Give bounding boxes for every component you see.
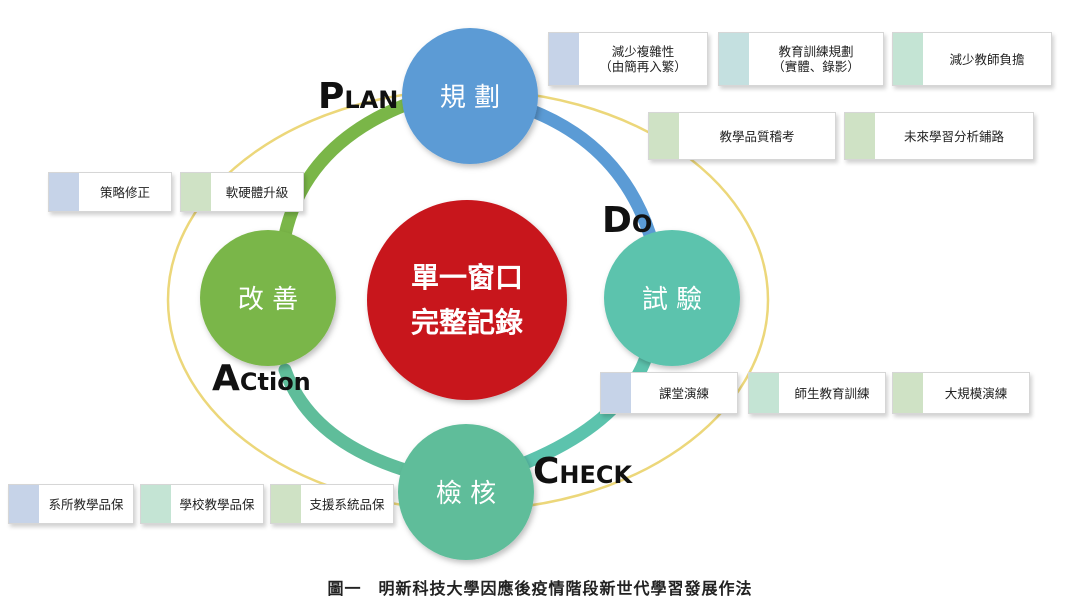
tag-reduce-teacher-load: 減少教師負擔 [892,32,1052,86]
tag-swatch [649,113,679,159]
tag-swatch [893,373,923,413]
node-do-circle [604,230,740,366]
node-do-label: 試 驗 [642,285,702,315]
tag-classroom-drill: 課堂演練 [600,372,738,414]
tag-swatch [141,485,171,523]
label-check: CHECK [533,451,634,492]
arc-check-to-act [278,363,412,477]
tag-swatch [549,33,579,85]
tag-text: 支援系統品保 [309,496,385,512]
tag-swatch [893,33,923,85]
tag-text: 未來學習分析鋪路 [903,128,1004,144]
tag-text: 教學品質稽考 [719,128,795,144]
arc-act-to-plan [278,98,412,242]
tag-text: 減少教師負擔 [949,51,1025,67]
node-act-circle [200,230,336,366]
tag-swatch [749,373,779,413]
tag-text: 系所教學品保 [48,496,124,512]
tag-swatch [9,485,39,523]
tag-text: 減少複雜性 （由簡再入繁） [599,44,687,74]
tag-dept-quality: 系所教學品保 [8,484,134,524]
center-line-2: 完整記錄 [411,306,523,339]
label-do: DO [602,200,652,241]
node-plan: 規 劃 [402,28,538,164]
tag-text: 教育訓練規劃 （實體、錄影） [772,44,860,74]
tag-large-scale-drill: 大規模演練 [892,372,1030,414]
center-line-1: 單一窗口 [411,261,523,294]
center-circle [367,200,567,400]
tag-strategy-revision: 策略修正 [48,172,172,212]
tag-swatch [845,113,875,159]
tag-teacher-student-training: 師生教育訓練 [748,372,886,414]
tag-hw-sw-upgrade: 軟硬體升級 [180,172,304,212]
tag-school-quality: 學校教學品保 [140,484,264,524]
node-do: 試 驗 [604,230,740,366]
tag-swatch [271,485,301,523]
tag-learning-analytics: 未來學習分析鋪路 [844,112,1034,160]
node-check-label: 檢 核 [436,479,496,509]
tag-swatch [601,373,631,413]
node-plan-circle [402,28,538,164]
node-plan-label: 規 劃 [440,83,500,113]
tag-swatch [719,33,749,85]
tag-text: 課堂演練 [658,385,709,401]
tag-text: 軟硬體升級 [225,184,289,200]
node-check: 檢 核 [398,424,534,560]
tag-reduce-complexity: 減少複雜性 （由簡再入繁） [548,32,708,86]
node-act: 改 善 [200,230,336,366]
arc-plan-to-do [523,103,657,242]
tag-swatch [181,173,211,211]
tag-teaching-quality-audit: 教學品質稽考 [648,112,836,160]
label-plan: PLAN [318,76,398,117]
tag-support-system-quality: 支援系統品保 [270,484,394,524]
figure-caption: 圖一 明新科技大學因應後疫情階段新世代學習發展作法 [327,579,753,598]
tag-text: 師生教育訓練 [794,385,870,401]
tag-swatch [49,173,79,211]
tag-text: 大規模演練 [944,385,1008,401]
node-act-label: 改 善 [238,285,298,315]
label-act: ACtion [212,358,311,399]
tag-training-plan: 教育訓練規劃 （實體、錄影） [718,32,884,86]
node-check-circle [398,424,534,560]
tag-text: 學校教學品保 [179,496,255,512]
tag-text: 策略修正 [99,184,150,200]
